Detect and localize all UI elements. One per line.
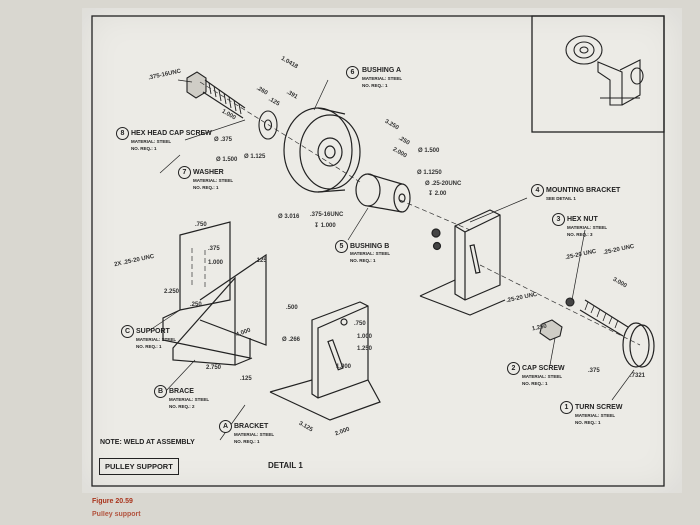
bushing-b [355, 173, 411, 213]
callout-8-req: NO. REQ.: 1 [131, 146, 157, 151]
figure-number: Figure 20.59 [92, 498, 133, 505]
callout-2-circle: 2 [507, 362, 520, 375]
dim-label: .125 [255, 258, 267, 264]
callout-a-circle: A [219, 420, 232, 433]
callout-5-req: NO. REQ.: 1 [350, 258, 376, 263]
title-block: PULLEY SUPPORT [99, 458, 179, 475]
callout-6-material: MATERIAL: STEEL [362, 76, 403, 81]
callout-1-material: MATERIAL: STEEL [575, 413, 616, 418]
drawing-sheet [82, 8, 682, 493]
dim-label: 1.000 [357, 334, 373, 340]
callout-6-circle: 6 [346, 66, 359, 79]
pictorial-inset-box [531, 15, 665, 133]
dim-label: Ø .266 [282, 337, 301, 343]
callout-b-material: MATERIAL: STEEL [169, 397, 210, 402]
callout-7-circle: 7 [178, 166, 191, 179]
dim-label: 2.250 [164, 289, 180, 295]
dim-label: Ø 1.500 [418, 148, 440, 154]
dim-label: ↧ 2.00 [428, 191, 447, 197]
callout-b-req: NO. REQ.: 2 [169, 404, 195, 409]
mounting-bracket [419, 209, 506, 316]
dim-label: Ø .375 [214, 137, 233, 143]
callout-a-material: MATERIAL: STEEL [234, 432, 275, 437]
dim-label: 1.000 [336, 364, 352, 370]
dim-label: Ø 1.1250 [417, 170, 442, 176]
callout-2-name: CAP SCREW [522, 365, 565, 372]
pictorial-inset [565, 35, 644, 106]
callout-2-req: NO. REQ.: 1 [522, 381, 548, 386]
callout-5-material: MATERIAL: STEEL [350, 251, 391, 256]
callout-a-req: NO. REQ.: 1 [234, 439, 260, 444]
dim-label: .500 [286, 305, 298, 311]
dim-label: .375-16UNC [310, 212, 344, 218]
callout-8-name: HEX HEAD CAP SCREW [131, 130, 212, 137]
callout-3-req: NO. REQ.: 3 [567, 232, 593, 237]
hex-head-cap-screw [186, 71, 246, 119]
weld-note: NOTE: WELD AT ASSEMBLY [100, 439, 195, 446]
bracket [269, 301, 381, 421]
dim-label: Ø .25-20UNC [425, 181, 462, 187]
dim-label: .750 [354, 321, 366, 327]
dim-label: Ø 1.500 [216, 157, 238, 163]
turn-screw [579, 299, 655, 368]
dim-label: 2.750 [206, 365, 222, 371]
callout-7-material: MATERIAL: STEEL [193, 178, 234, 183]
callout-7-name: WASHER [193, 169, 224, 176]
callout-c-req: NO. REQ.: 1 [136, 344, 162, 349]
support [162, 221, 267, 359]
dim-label: Ø 1.125 [244, 154, 266, 160]
callout-3-material: MATERIAL: STEEL [567, 225, 608, 230]
callout-1-circle: 1 [560, 401, 573, 414]
leader-lines [149, 79, 635, 441]
callout-2-material: MATERIAL: STEEL [522, 374, 563, 379]
callout-1-name: TURN SCREW [575, 404, 623, 411]
dim-label: .250 [190, 302, 202, 308]
callout-6-name: BUSHING A [362, 67, 402, 74]
callout-1-req: NO. REQ.: 1 [575, 420, 601, 425]
dim-label: .7321 [630, 373, 646, 379]
callout-7-req: NO. REQ.: 1 [193, 185, 219, 190]
callout-5-circle: 5 [335, 240, 348, 253]
callout-8-material: MATERIAL: STEEL [131, 139, 172, 144]
brace [172, 276, 253, 366]
callout-c-circle: C [121, 325, 134, 338]
callout-4-circle: 4 [531, 184, 544, 197]
dim-label: ↧ 1.000 [314, 223, 336, 229]
dim-label: 1.250 [357, 346, 373, 352]
callout-c-name: SUPPORT [136, 328, 170, 335]
dim-label: .375 [208, 246, 220, 252]
callout-a-name: BRACKET [234, 423, 269, 430]
callout-c-material: MATERIAL: STEEL [136, 337, 177, 342]
bushing-a [283, 107, 361, 193]
callout-4-name: MOUNTING BRACKET [546, 187, 621, 194]
detail-label: DETAIL 1 [268, 461, 303, 470]
dim-label: .750 [195, 222, 207, 228]
callout-b-name: BRACE [169, 388, 194, 395]
figure-caption: Pulley support [92, 511, 141, 518]
callout-8-circle: 8 [116, 127, 129, 140]
callout-3-circle: 3 [552, 213, 565, 226]
centerlines [191, 81, 641, 346]
callout-4-material: SEE DETAIL 1 [546, 196, 576, 201]
cap-screw [539, 297, 575, 341]
callout-3-name: HEX NUT [567, 216, 598, 223]
sheet-border [91, 15, 665, 487]
dim-label: Ø 3.016 [278, 214, 300, 220]
washer [258, 110, 278, 140]
callout-6-req: NO. REQ.: 1 [362, 83, 388, 88]
callout-5-name: BUSHING B [350, 243, 390, 250]
dim-label: .125 [240, 376, 252, 382]
dim-label: .375 [588, 368, 600, 374]
dim-label: 1.000 [208, 260, 224, 266]
callout-b-circle: B [154, 385, 167, 398]
